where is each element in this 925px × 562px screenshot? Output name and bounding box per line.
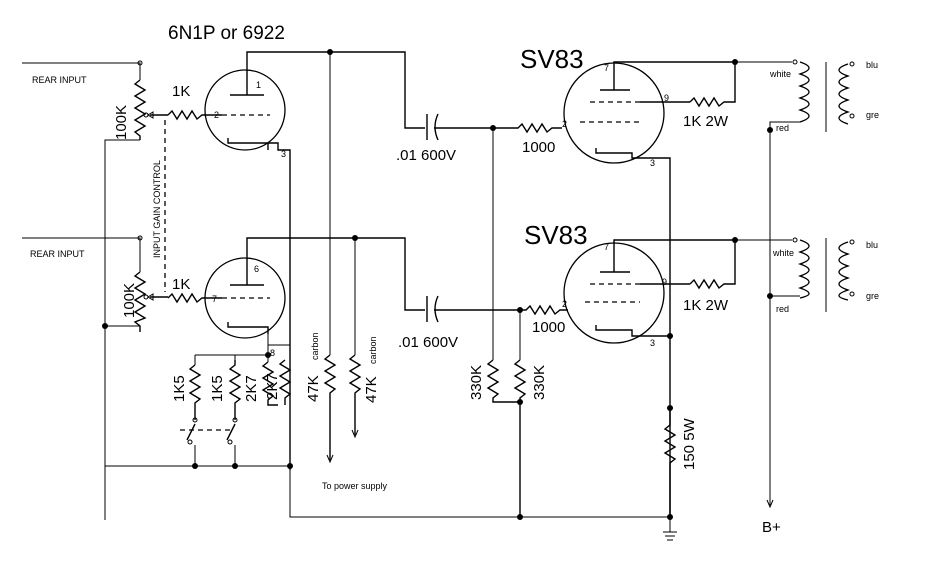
pin-6: 6 (254, 264, 259, 274)
out-pin-2-bottom: 2 (562, 299, 567, 309)
pot-label-bottom: 100K (121, 283, 138, 318)
out-pin-7-top: 7 (604, 63, 609, 73)
plate-load-left (323, 354, 337, 460)
grid-resistor-label-bottom: 1K (172, 276, 190, 293)
pin-8: 8 (270, 348, 275, 358)
grid-leak-label-2: 330K (531, 365, 548, 400)
cathode-resistor-1 (188, 364, 202, 418)
plate-load-label-left: 47K (305, 375, 322, 402)
cathode-bias-label: 150 5W (681, 417, 698, 470)
pot-label-top: 100K (113, 105, 130, 140)
grid-resistor-label-top: 1K (172, 83, 190, 100)
out-pin-7-bottom: 7 (604, 242, 609, 252)
grid-leak-label-1: 330K (468, 365, 485, 400)
output-transformers: white red blu gre white red blu gre B+ (735, 59, 879, 536)
wire-white-bottom: white (772, 248, 794, 258)
grid-resistor-top (167, 109, 222, 121)
pin-7: 7 (212, 294, 217, 304)
cathode-bias: 150 5W (663, 405, 698, 541)
plate-load-right (348, 354, 362, 435)
screen-resistor-bottom (689, 240, 736, 290)
input-section: REAR INPUT 100K REAR INPUT 100K INPUT GA… (22, 60, 168, 520)
output-tube-bottom: 7 9 2 3 1K 2W (562, 237, 738, 348)
output-grid-resistor-bottom (520, 304, 568, 316)
coupling-caps: .01 600V .01 600V (330, 51, 520, 351)
pin-1: 1 (256, 80, 261, 90)
cathode-resistor-label-3: 2K7 (243, 375, 260, 402)
cathode-network: 1K5 1K5 2K7 2K7 (105, 334, 670, 518)
grid-resistor-bottom (167, 292, 222, 304)
wire-red-bottom: red (776, 304, 789, 314)
out-pin-3-bottom: 3 (650, 338, 655, 348)
output-grid-resistor-label-top: 1000 (522, 139, 555, 156)
grid-leak-1 (486, 359, 520, 403)
driver-tube-bottom: 6 7 8 1K (167, 237, 425, 358)
rear-input-label-top: REAR INPUT (32, 75, 87, 85)
output-tube-label-bottom: SV83 (524, 220, 588, 250)
plate-load-label-right: 47K (363, 376, 380, 403)
cathode-resistor-2 (228, 360, 242, 418)
screen-resistor-label-top: 1K 2W (683, 113, 729, 130)
output-tube-top: 7 9 2 3 1K 2W (562, 59, 738, 517)
grid-leak-2 (513, 359, 527, 517)
output-grid-resistor-label-bottom: 1000 (532, 319, 565, 336)
output-tube-label-top: SV83 (520, 44, 584, 74)
coupling-cap-label-top: .01 600V (396, 147, 456, 164)
cathode-bias-resistor (663, 408, 677, 517)
coupling-cap-label-bottom: .01 600V (398, 334, 458, 351)
wire-white-top: white (769, 69, 791, 79)
screen-resistor-label-bottom: 1K 2W (683, 297, 729, 314)
wire-red-top: red (776, 123, 789, 133)
out-pin-9-top: 9 (664, 93, 669, 103)
out-pin-9-bottom: 9 (662, 277, 667, 287)
power-supply-label: To power supply (322, 481, 388, 491)
out-pin-2-top: 2 (562, 119, 567, 129)
output-grid-resistor-top (493, 122, 562, 134)
cathode-resistor-label-2: 1K5 (209, 375, 226, 402)
out-pin-3-top: 3 (650, 158, 655, 168)
pot-100k-bottom (133, 271, 147, 332)
wire-green-top: gre (866, 110, 879, 120)
cathode-resistor-3 (261, 361, 278, 406)
cathode-resistor-4 (278, 359, 292, 405)
wire-blue-bottom: blu (866, 240, 878, 250)
wire-blue-top: blu (866, 60, 878, 70)
cathode-resistor-label-4: 2K7 (264, 373, 281, 400)
driver-tube-label: 6N1P or 6922 (168, 23, 285, 44)
gain-control-label: INPUT GAIN CONTROL (152, 160, 162, 258)
rear-input-label-bottom: REAR INPUT (30, 249, 85, 259)
driver-tube-top: 1 2 3 1K (167, 51, 330, 470)
b-plus-label: B+ (762, 519, 781, 536)
plate-load-type-left: carbon (310, 332, 320, 360)
plate-loads: 47K carbon 47K carbon To power supply (305, 49, 388, 491)
cathode-resistor-label-1: 1K5 (171, 375, 188, 402)
pot-100k-top (133, 79, 147, 140)
pin-3: 3 (281, 149, 286, 159)
wire-green-bottom: gre (866, 291, 879, 301)
screen-resistor-top (689, 62, 736, 108)
output-grid-network: 1000 1000 330K 330K (468, 122, 568, 520)
plate-load-type-right: carbon (368, 336, 378, 364)
